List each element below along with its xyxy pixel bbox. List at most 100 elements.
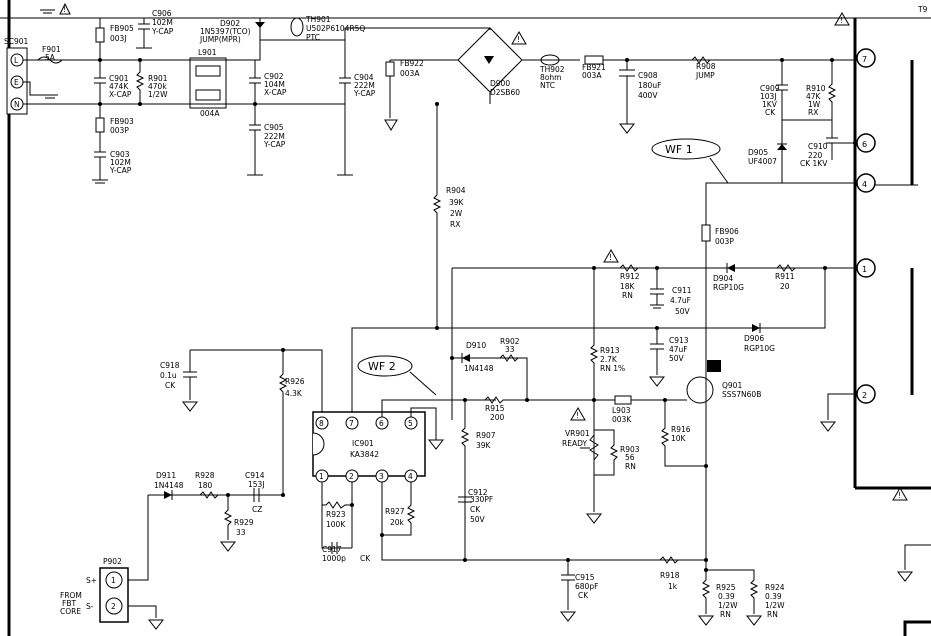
r924-v2: 1/2W [765,601,785,610]
wf1-label: WF 1 [665,143,693,156]
p902-from: FROM [60,591,82,600]
c911-v1: 4.7uF [670,296,691,305]
r904-ref: R904 [446,186,466,195]
c902-v2: X-CAP [264,88,287,97]
c901-v2: X-CAP [109,90,132,99]
d911-v1: 1N4148 [154,481,184,490]
d910-v1: 1N4148 [464,364,494,373]
c908-v2: 400V [638,91,658,100]
c911-ref: C911 [672,286,692,295]
d906-v1: RGP10G [744,344,775,353]
wf1-bubble [651,138,721,160]
sc901-connector: L E N SC901 [4,37,29,115]
c917-ref: C917 [322,545,342,554]
d900-ref: D900 [490,79,510,88]
q901-ref: Q901 [722,381,742,390]
r925-v3: RN [720,610,731,619]
th902-ref: TH902 [539,65,565,74]
c905-v2: Y-CAP [263,140,286,149]
r925-ref: R925 [716,583,736,592]
c910-v1: 220 [808,151,823,160]
svg-text:3: 3 [379,472,384,481]
fb903-v1: 003P [110,126,129,135]
r912-v1: 18K [620,282,636,291]
r924-ref: R924 [765,583,785,592]
svg-text:4: 4 [862,180,867,189]
r910-v1: 47K [806,92,822,101]
c915-v2: CK [578,591,589,600]
q901-mosfet [686,376,714,404]
c910-v2: CK 1KV [800,159,828,168]
d905-ref: D905 [748,148,768,157]
r902-ref: R902 [500,337,520,346]
line-e [23,81,50,96]
svg-text:!: ! [63,5,66,14]
p902-s-plus: S+ [86,576,97,585]
th901-ref: TH901 [305,15,331,24]
l901-v1: 004A [200,109,220,118]
c918-v1: 0.1u [160,371,177,380]
svg-text:5: 5 [408,419,413,428]
vr901-ref: VR901 [565,429,590,438]
c912-v3: 50V [470,515,486,524]
svg-text:8: 8 [319,419,324,428]
c906-v1: 102M [152,18,173,27]
c910-ref: C910 [808,142,828,151]
c917-v2: CK [360,554,371,563]
page-corner-label: T9 [917,5,928,14]
svg-text:2: 2 [111,602,116,611]
c913-v2: 50V [669,354,685,363]
vr901-v1: READY [562,439,587,448]
p902-ref: P902 [103,557,122,566]
c901-v1: 474K [109,82,129,91]
r916-v1: 10K [671,434,687,443]
r924-v1: 0.39 [765,592,782,601]
r928-v1: 180 [198,481,213,490]
r904-v3: RX [450,220,460,229]
d904-ref: D904 [713,274,733,283]
fb905-val: 003J [110,34,127,43]
c902-v1: 104M [264,80,285,89]
wf2-label: WF 2 [368,360,396,373]
d902-v2: JUMP(MPR) [199,35,241,44]
c912-ref: C912 [468,488,488,497]
c904-v1: 222M [354,81,375,90]
r913-ref: R913 [600,346,620,355]
r927-v1: 20k [390,518,405,527]
r902-v1: 33 [505,345,515,354]
c905-v1: 222M [264,132,285,141]
d902-v1: 1N5397(TCO) [200,27,251,36]
c914-v2: CZ [252,505,262,514]
transformer-pin-7: 7 [856,48,876,68]
sc901-pin-e: E [14,78,19,87]
c908-v1: 180uF [638,81,661,90]
r916-ref: R916 [671,425,691,434]
c914-ref: C914 [245,471,265,480]
transformer-pin-2: 2 [856,384,876,404]
th902-v1: 8ohm [540,73,561,82]
r915-ref: R915 [485,404,505,413]
transformer-pin-1: 1 [856,258,876,278]
r908-v1: JUMP [695,71,715,80]
fb921-v1: 003A [582,71,602,80]
c903-ref: C903 [110,150,130,159]
r903-v2: RN [625,462,636,471]
transformer-pin-6: 6 [856,133,876,153]
c906-ref: C906 [152,9,172,18]
p902-core: CORE [60,607,81,616]
c902-ref: C902 [264,72,284,81]
c918-v2: CK [165,381,176,390]
sc901-label: SC901 [4,37,29,46]
fb921-ref: FB921 [582,63,606,72]
d910-ref: D910 [466,341,486,350]
ic901-ref: IC901 [352,439,374,448]
svg-text:!: ! [609,253,612,262]
d906-ref: D906 [744,334,764,343]
c904-ref: C904 [354,73,374,82]
r901-v2: 1/2W [148,90,168,99]
c906-v2: Y-CAP [151,27,174,36]
q901-v1: SSS7N60B [722,390,761,399]
fb906-ref: FB906 [715,227,739,236]
th901-v2: PTC [306,33,320,42]
c913-v1: 47uF [669,345,688,354]
